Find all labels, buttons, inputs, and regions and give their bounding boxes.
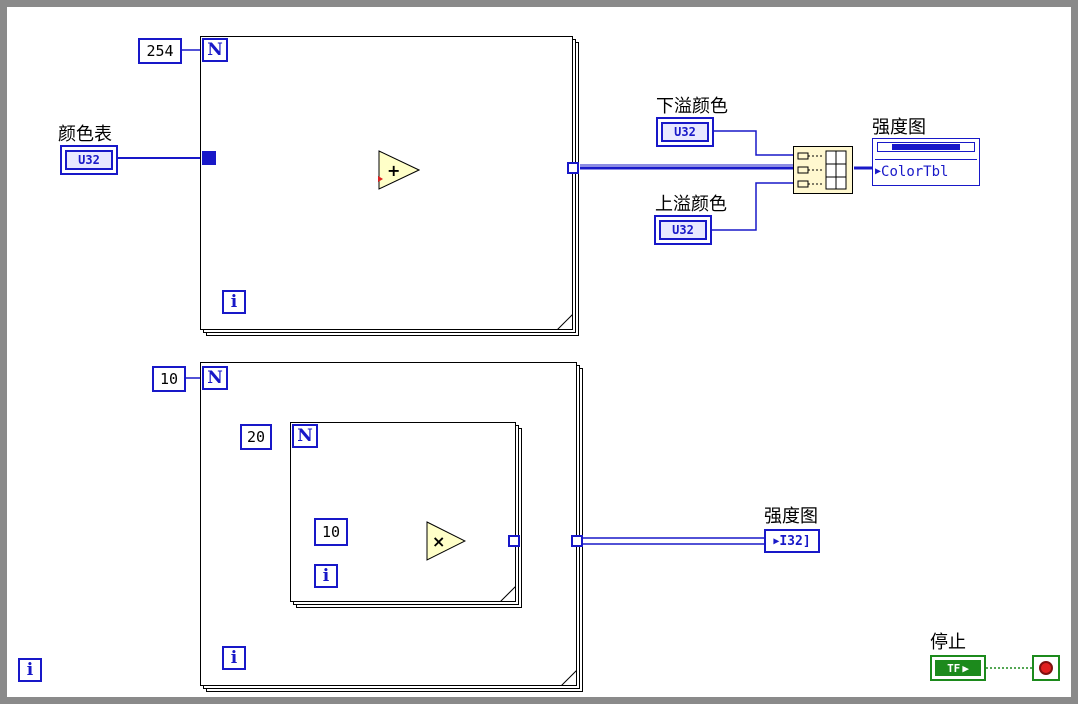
intensity-graph-terminal[interactable]: ▶I32] bbox=[764, 529, 820, 553]
loop-corner-icon bbox=[500, 586, 516, 602]
while-loop-iteration-terminal[interactable]: i bbox=[18, 658, 42, 682]
add-node-icon[interactable]: + bbox=[378, 150, 420, 190]
stop-condition-icon bbox=[1039, 661, 1053, 675]
loop3-count-terminal[interactable]: N bbox=[292, 424, 318, 448]
underflow-type: U32 bbox=[661, 122, 709, 142]
loop-corner-icon bbox=[561, 670, 577, 686]
stop-label: 停止 bbox=[930, 632, 966, 653]
bundle-icon bbox=[797, 150, 847, 190]
loop1-count-constant[interactable]: 254 bbox=[138, 38, 182, 64]
loop3-output-tunnel[interactable] bbox=[508, 535, 520, 547]
stop-type: TF▶ bbox=[935, 660, 981, 676]
loop1-count-terminal[interactable]: N bbox=[202, 38, 228, 62]
underflow-color-control[interactable]: U32 bbox=[656, 117, 714, 147]
loop1-iteration-terminal[interactable]: i bbox=[222, 290, 246, 314]
loop-corner-icon bbox=[557, 314, 573, 330]
multiplier-constant[interactable]: 10 bbox=[314, 518, 348, 546]
intensity-prop-label: 强度图 bbox=[872, 117, 926, 138]
overflow-type: U32 bbox=[659, 220, 707, 240]
stop-button-terminal[interactable]: TF▶ bbox=[930, 655, 986, 681]
loop2-count-terminal[interactable]: N bbox=[202, 366, 228, 390]
loop1-output-tunnel[interactable] bbox=[567, 162, 579, 174]
loop2-count-constant[interactable]: 10 bbox=[152, 366, 186, 392]
overflow-color-control[interactable]: U32 bbox=[654, 215, 712, 245]
underflow-label: 下溢颜色 bbox=[656, 96, 728, 117]
add-symbol: + bbox=[387, 161, 400, 180]
loop-condition-terminal[interactable] bbox=[1032, 655, 1060, 681]
colortbl-property[interactable]: ▶ColorTbl bbox=[875, 159, 977, 183]
multiply-node-icon[interactable]: × bbox=[426, 521, 466, 561]
loop2-output-tunnel[interactable] bbox=[571, 535, 583, 547]
loop2-iteration-terminal[interactable]: i bbox=[222, 646, 246, 670]
intensity-terminal-label: 强度图 bbox=[764, 506, 818, 527]
loop3-iteration-terminal[interactable]: i bbox=[314, 564, 338, 588]
color-table-label: 颜色表 bbox=[58, 124, 112, 145]
loop1-input-tunnel[interactable] bbox=[202, 151, 216, 165]
color-table-type: U32 bbox=[65, 150, 113, 170]
loop3-count-constant[interactable]: 20 bbox=[240, 424, 272, 450]
intensity-property-node[interactable]: ▶ColorTbl bbox=[872, 138, 980, 186]
bundle-node[interactable] bbox=[793, 146, 853, 194]
i32-type: I32 bbox=[779, 533, 803, 549]
color-table-control[interactable]: U32 bbox=[60, 145, 118, 175]
property-node-header bbox=[877, 142, 975, 152]
overflow-label: 上溢颜色 bbox=[655, 194, 727, 215]
multiply-symbol: × bbox=[432, 532, 445, 551]
colortbl-text: ColorTbl bbox=[881, 163, 949, 180]
